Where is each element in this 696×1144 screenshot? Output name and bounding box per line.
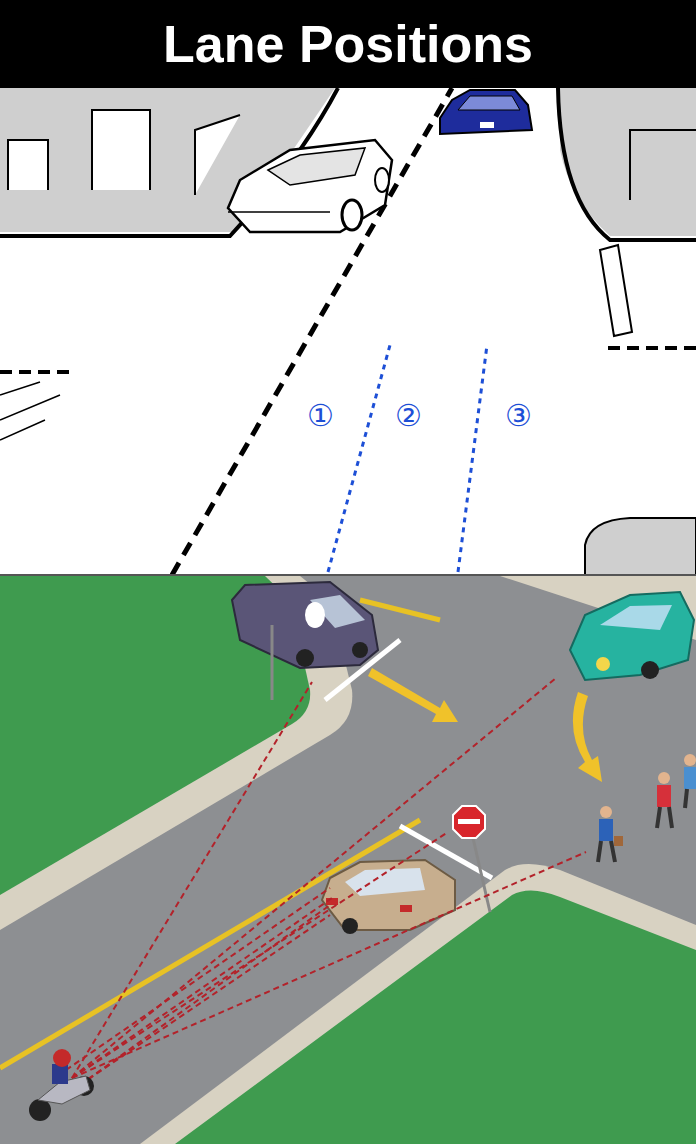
panel-divider (0, 574, 696, 576)
sign-pole (271, 625, 274, 700)
top-ground (0, 88, 696, 575)
crosswalk-mark (0, 382, 60, 440)
lane-divider (328, 345, 390, 572)
callout-number: ① (307, 401, 334, 431)
road-surface (0, 576, 696, 1144)
pedestrian (657, 772, 672, 828)
motorcycle (29, 1049, 94, 1121)
lane-divider (458, 345, 487, 572)
direction-arrow (368, 668, 458, 722)
center-line (0, 820, 420, 1068)
center-line (172, 88, 452, 575)
pedestrian (598, 806, 623, 862)
stop-line (608, 346, 696, 350)
building-block (585, 518, 696, 575)
curb-line (558, 88, 696, 240)
stop-line (0, 370, 70, 374)
callout-number: ③ (505, 401, 532, 431)
direction-arrow (573, 692, 602, 782)
white-car (228, 140, 392, 232)
blue-car (440, 90, 532, 134)
tan-car (322, 860, 455, 934)
building-outline (630, 130, 696, 200)
purple-van (232, 582, 378, 668)
pedestrian (684, 754, 696, 808)
building-outline (8, 110, 240, 195)
crosswalk-mark (600, 245, 632, 336)
title-text: Lane Positions (0, 0, 696, 88)
teal-car (570, 592, 694, 680)
callout-number: ② (395, 401, 422, 431)
sight-line (66, 678, 586, 1085)
building-block (560, 88, 696, 236)
